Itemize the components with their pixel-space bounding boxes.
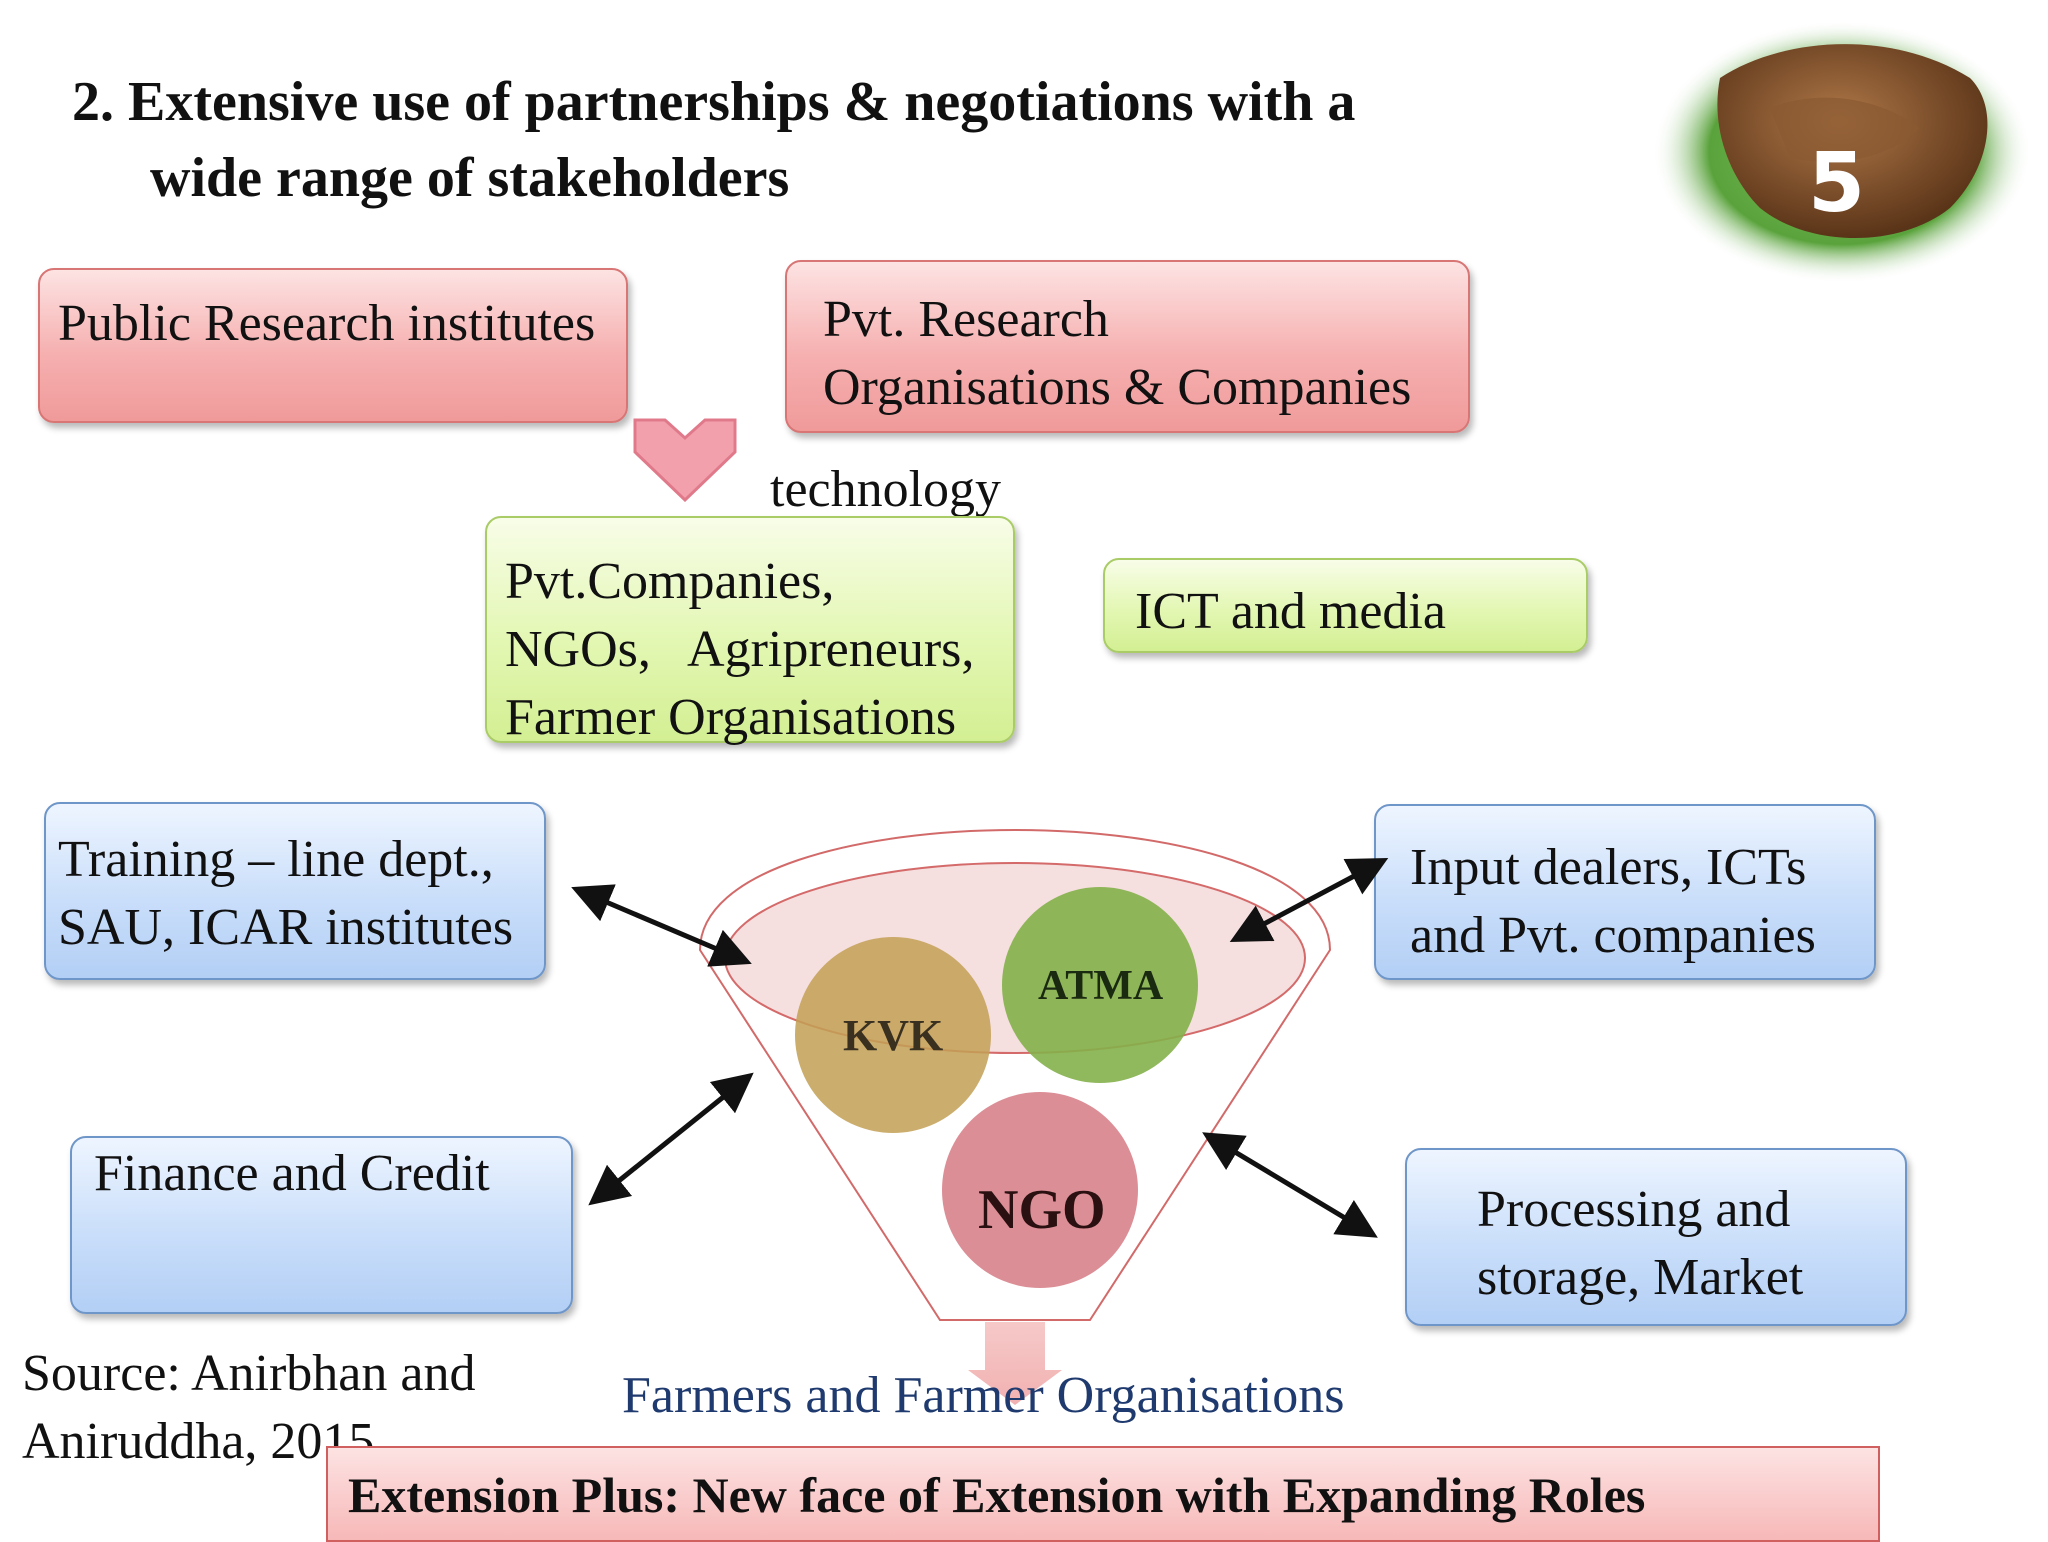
source-citation: Source: Anirbhan and Aniruddha, 2015 — [22, 1340, 475, 1476]
down-arrow-icon — [630, 412, 740, 507]
atma-circle — [1002, 887, 1198, 1083]
source-line-2: Aniruddha, 2015 — [22, 1413, 375, 1470]
input-dealers-line-1: Input dealers, ICTs — [1410, 839, 1807, 896]
pvt-companies-line-1: Pvt.Companies, — [505, 553, 835, 610]
technology-label: technology — [770, 461, 1002, 518]
ict-media-box: ICT and media — [1103, 558, 1588, 653]
atma-label: ATMA — [1038, 963, 1164, 1009]
source-line-1: Source: Anirbhan and — [22, 1345, 476, 1402]
processing-box: Processing and storage, Market — [1405, 1148, 1907, 1326]
ngo-circle — [942, 1092, 1138, 1288]
public-research-box: Public Research institutes — [38, 268, 628, 423]
ngo-label: NGO — [978, 1179, 1106, 1241]
pvt-companies-line-2: NGOs, Agripreneurs, — [505, 621, 975, 678]
input-dealers-box: Input dealers, ICTs and Pvt. companies — [1374, 804, 1876, 980]
handshake-icon — [1652, 20, 2032, 284]
pvt-research-box: Pvt. Research Organisations & Companies — [785, 260, 1470, 433]
training-box: Training – line dept., SAU, ICAR institu… — [44, 802, 546, 980]
pvt-research-line-2: Organisations & Companies — [823, 359, 1412, 416]
funnel-output-label: Farmers and Farmer Organisations — [622, 1367, 1345, 1424]
finance-label: Finance and Credit — [94, 1145, 490, 1202]
training-line-2: SAU, ICAR institutes — [58, 899, 514, 956]
slide-number: 5 — [1808, 136, 1866, 231]
training-line-1: Training – line dept., — [58, 831, 494, 888]
arrow-processing — [1202, 1132, 1378, 1238]
pvt-companies-line-3: Farmer Organisations — [505, 689, 957, 746]
input-dealers-line-2: and Pvt. companies — [1410, 907, 1816, 964]
finance-box: Finance and Credit — [70, 1136, 573, 1314]
footer-text: Extension Plus: New face of Extension wi… — [348, 1467, 1646, 1523]
handshake-image: 5 — [1650, 18, 2035, 286]
kvk-label: KVK — [843, 1011, 944, 1060]
funnel-output-arrow — [968, 1322, 1062, 1405]
arrow-input-dealers — [1229, 857, 1389, 943]
public-research-label: Public Research institutes — [58, 295, 596, 352]
kvk-circle — [795, 937, 991, 1133]
ict-media-label: ICT and media — [1135, 583, 1446, 640]
arrow-finance — [588, 1072, 754, 1206]
processing-line-1: Processing and — [1477, 1181, 1791, 1238]
processing-line-2: storage, Market — [1477, 1249, 1804, 1306]
arrow-training — [571, 884, 752, 967]
title-line-2: wide range of stakeholders — [150, 147, 790, 209]
footer-banner: Extension Plus: New face of Extension wi… — [326, 1446, 1880, 1542]
pvt-companies-box: Pvt.Companies, NGOs, Agripreneurs, Farme… — [485, 516, 1015, 746]
title-line-1: 2. Extensive use of partnerships & negot… — [72, 71, 1356, 133]
slide-title: 2. Extensive use of partnerships & negot… — [72, 64, 1355, 216]
pvt-research-line-1: Pvt. Research — [823, 291, 1109, 348]
